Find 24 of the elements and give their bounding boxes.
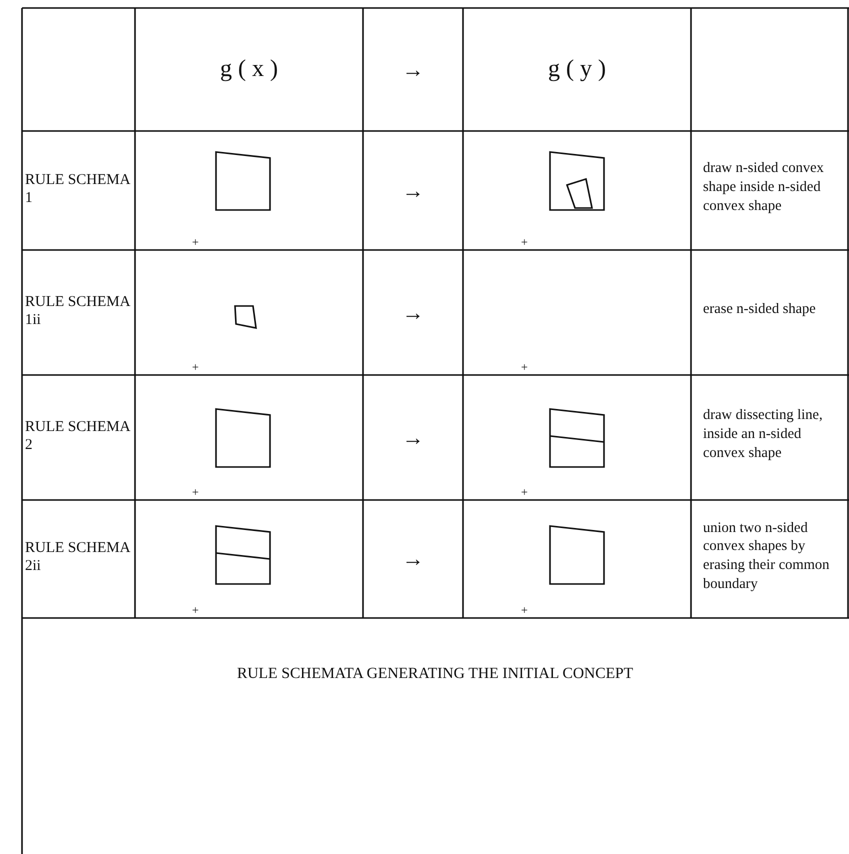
row-heading: RULE SCHEMA 1: [25, 170, 132, 206]
rule-description: draw dissecting line, inside an n-sided convex shape: [703, 406, 824, 463]
rule-description: union two n-sided convex shapes by erasing their common boundary: [703, 518, 830, 594]
row-heading: RULE SCHEMA 2ii: [25, 539, 132, 575]
row-heading: RULE SCHEMA 1ii: [25, 292, 132, 328]
arrow-symbol: →: [402, 546, 424, 572]
row-heading: RULE SCHEMA 2: [25, 418, 132, 454]
origin-mark: +: [521, 360, 528, 374]
column-heading: g ( x ): [220, 55, 278, 84]
origin-mark: +: [521, 235, 528, 250]
caption: RULE SCHEMATA GENERATING THE INITIAL CONCEPT: [237, 665, 634, 684]
rule-description: erase n-sided shape: [703, 300, 817, 319]
arrow-symbol: →: [402, 300, 424, 326]
origin-mark: +: [521, 603, 528, 618]
origin-mark: +: [192, 235, 199, 250]
arrow-symbol: →: [402, 56, 424, 83]
origin-mark: +: [192, 603, 199, 618]
column-heading: g ( y ): [548, 55, 606, 84]
origin-mark: +: [192, 485, 199, 500]
arrow-symbol: →: [402, 424, 424, 451]
rule-description: draw n-sided convex shape inside n-sided convex shape: [703, 159, 825, 216]
origin-mark: +: [192, 360, 199, 374]
arrow-symbol: →: [402, 178, 424, 204]
origin-mark: +: [521, 485, 528, 500]
